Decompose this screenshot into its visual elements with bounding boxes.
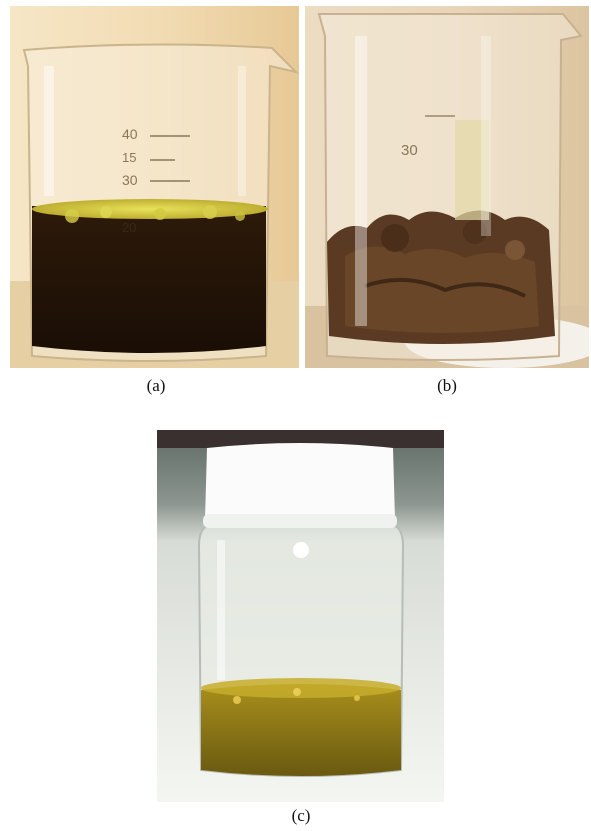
beaker-dark-liquid-image — [10, 6, 299, 368]
caption-a: (a) — [146, 376, 166, 395]
beaker-residue-image — [305, 6, 589, 368]
panel-c-photo — [157, 430, 444, 802]
caption-c: (c) — [291, 806, 311, 825]
caption-b: (b) — [437, 376, 457, 395]
beaker-mark-15: 15 — [122, 150, 137, 165]
panel-b-photo: 30 — [305, 6, 589, 368]
beaker-mark-30: 30 — [122, 172, 138, 188]
vial-oil-image — [157, 430, 444, 802]
beaker-mark-20: 20 — [122, 220, 137, 235]
beaker-mark-30: 30 — [401, 142, 418, 159]
panel-a-photo: 40 15 30 20 — [10, 6, 299, 368]
beaker-mark-40: 40 — [122, 126, 138, 142]
